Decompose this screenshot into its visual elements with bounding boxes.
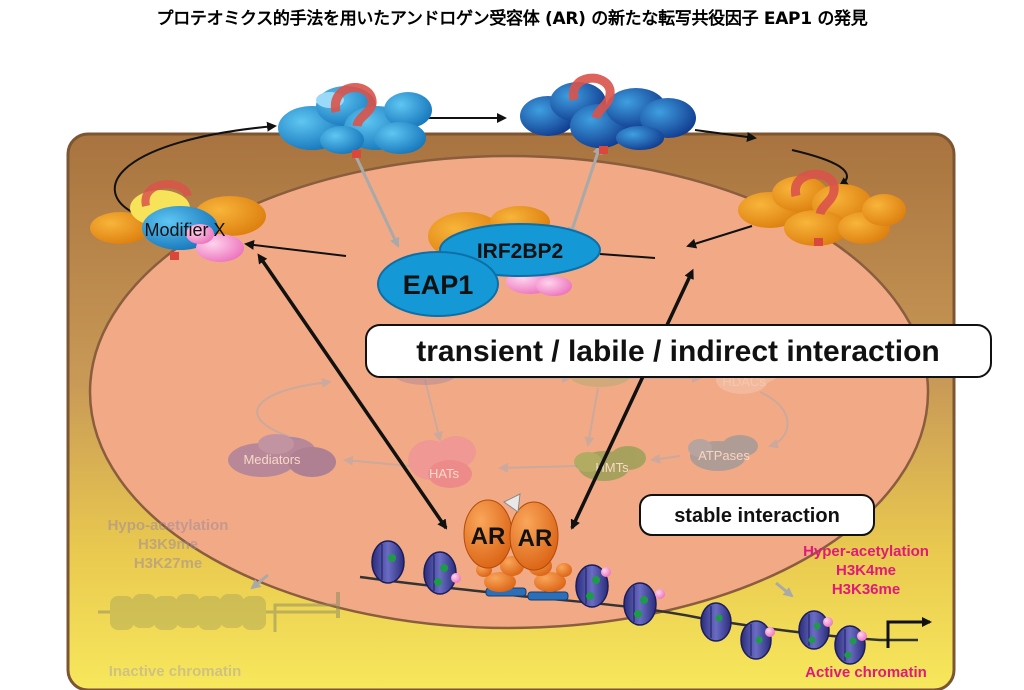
modifier-x-label: Modifier X <box>144 220 225 240</box>
nucleosome <box>371 540 405 584</box>
stable-interaction-box <box>639 494 875 536</box>
navy-complex-top-right <box>520 82 696 150</box>
blue-complex-top-left <box>278 86 432 154</box>
ar-interaction-arrows <box>257 253 694 530</box>
stable-interaction-label: stable interaction <box>674 505 840 527</box>
atpases-label: ATPases <box>698 448 750 463</box>
inactive-marks: Hypo-acetylation H3K9me H3K27me Inactive… <box>108 517 242 680</box>
h3k36me-label: H3K36me <box>832 581 900 598</box>
nucleosome <box>423 551 461 595</box>
modifier-x-complex <box>90 180 266 262</box>
hyper-acetylation-label: Hyper-acetylation <box>803 543 929 560</box>
ar-left-label: AR <box>471 523 506 550</box>
atpases-complex: ATPases <box>688 435 758 471</box>
ar-dimer <box>463 493 572 601</box>
question-mark-icon <box>568 73 615 154</box>
gray-arrows <box>250 140 794 598</box>
active-chromatin-label: Active chromatin <box>805 664 927 681</box>
transient-interaction-label: transient / labile / indirect interactio… <box>416 335 939 368</box>
nucleosome <box>740 620 775 660</box>
transcription-start-arrow <box>886 617 932 648</box>
h3k27me-label: H3K27me <box>134 555 202 572</box>
eap1-irf2bp2-complex <box>377 206 601 317</box>
nucleosome <box>623 582 665 626</box>
active-marks: Hyper-acetylation H3K4me H3K36me Active … <box>803 543 929 681</box>
hats-label: HATs <box>429 466 460 481</box>
h3k9me-label: H3K9me <box>138 536 198 553</box>
nucleosome <box>798 610 833 650</box>
transient-interaction-box <box>365 324 992 378</box>
nucleosome <box>575 564 611 608</box>
h3k4me-label: H3K4me <box>836 562 896 579</box>
inactive-chromatin-fiber <box>98 592 340 632</box>
hypo-acetylation-label: Hypo-acetylation <box>108 517 229 534</box>
nucleosome <box>834 625 867 665</box>
eap1-label: EAP1 <box>403 270 474 300</box>
question-mark-icon <box>791 169 839 246</box>
question-mark-icon <box>330 83 377 158</box>
ar-right-label: AR <box>518 525 553 552</box>
irf2bp2-label: IRF2BP2 <box>477 240 563 263</box>
nucleosome <box>700 602 732 642</box>
inactive-chromatin-label: Inactive chromatin <box>109 663 242 680</box>
nucleosomes <box>371 540 867 665</box>
mediators-label: Mediators <box>243 452 301 467</box>
page-title: プロテオミクス的手法を用いたアンドロゲン受容体 (AR) の新たな転写共役因子 … <box>156 9 868 29</box>
